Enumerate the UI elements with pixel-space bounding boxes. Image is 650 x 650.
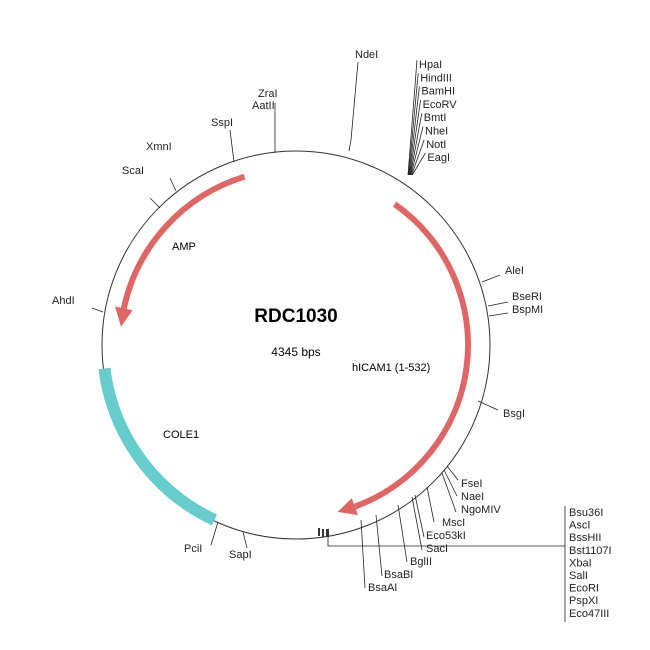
site-fsei: FseI xyxy=(461,478,482,490)
site-eco47iii: Eco47III xyxy=(569,608,609,620)
feature-hicam1-arrow[interactable] xyxy=(353,201,471,510)
site-line xyxy=(411,139,425,176)
site-xmni: XmnI xyxy=(146,141,172,153)
site-bseri: BseRI xyxy=(512,291,542,303)
site-line xyxy=(410,113,423,176)
site-lines xyxy=(91,59,566,622)
backbone-circle xyxy=(101,150,491,540)
feature-label-hicam1: hICAM1 (1-532) xyxy=(352,362,430,374)
site-line xyxy=(410,126,424,176)
site-bsshii: BssHII xyxy=(569,532,601,544)
site-bsu36i: Bsu36I xyxy=(569,507,603,519)
site-alei: AleI xyxy=(505,265,524,277)
site-pcii: PciI xyxy=(184,543,202,555)
site-ndei: NdeI xyxy=(355,49,378,61)
site-bsaai: BsaAI xyxy=(368,582,397,594)
site-eagi: EagI xyxy=(427,152,450,164)
site-ahdi: AhdI xyxy=(52,295,75,307)
site-scai: ScaI xyxy=(122,165,144,177)
site-ticks-bottom xyxy=(318,528,329,537)
site-bmti: BmtI xyxy=(424,112,447,124)
site-saci: SacI xyxy=(426,543,448,555)
site-bglii: BglII xyxy=(410,556,432,568)
feature-label-cole1: COLE1 xyxy=(163,429,199,441)
site-aatii: AatII xyxy=(252,100,275,112)
site-line xyxy=(409,99,421,176)
plasmid-name: RDC1030 xyxy=(254,306,337,327)
site-sapi: SapI xyxy=(229,549,252,561)
site-ngomiv: NgoMIV xyxy=(461,504,501,516)
site-sali: SalI xyxy=(569,570,588,582)
plasmid-size: 4345 bps xyxy=(271,345,320,359)
feature-hicam1-arrowhead xyxy=(337,498,358,516)
site-naei: NaeI xyxy=(461,491,484,503)
feature-amp-arrow[interactable] xyxy=(120,173,246,310)
site-sspi: SspI xyxy=(211,117,233,129)
feature-amp-arrowhead xyxy=(115,306,133,327)
feature-cole1-arc[interactable] xyxy=(98,367,217,526)
site-bsabi: BsaBI xyxy=(384,569,413,581)
site-nhei: NheI xyxy=(425,126,448,138)
site-hpai: HpaI xyxy=(419,59,442,71)
site-ecori: EcoRI xyxy=(569,583,599,595)
site-eco53ki: Eco53kI xyxy=(426,530,466,542)
site-line xyxy=(411,152,426,176)
site-bspmi: BspMI xyxy=(512,304,543,316)
site-xbai: XbaI xyxy=(569,557,592,569)
site-msci: MscI xyxy=(442,517,465,529)
site-bsgi: BsgI xyxy=(503,408,525,420)
site-hindiii: HindIII xyxy=(420,72,452,84)
site-ecorv: EcoRV xyxy=(423,99,458,111)
site-line xyxy=(407,59,418,176)
site-zrai: ZraI xyxy=(258,88,278,100)
site-line xyxy=(408,73,419,176)
feature-label-amp: AMP xyxy=(172,241,196,253)
site-cluster-bottom: Bsu36IAscIBssHIIBst1107IXbaISalIEcoRIPsp… xyxy=(569,507,612,620)
site-line xyxy=(408,86,420,176)
site-bamhi: BamHI xyxy=(421,86,455,98)
site-asci: AscI xyxy=(569,520,590,532)
site-noti: NotI xyxy=(426,139,446,151)
site-bst1107i: Bst1107I xyxy=(569,545,612,557)
site-pspxi: PspXI xyxy=(569,595,598,607)
